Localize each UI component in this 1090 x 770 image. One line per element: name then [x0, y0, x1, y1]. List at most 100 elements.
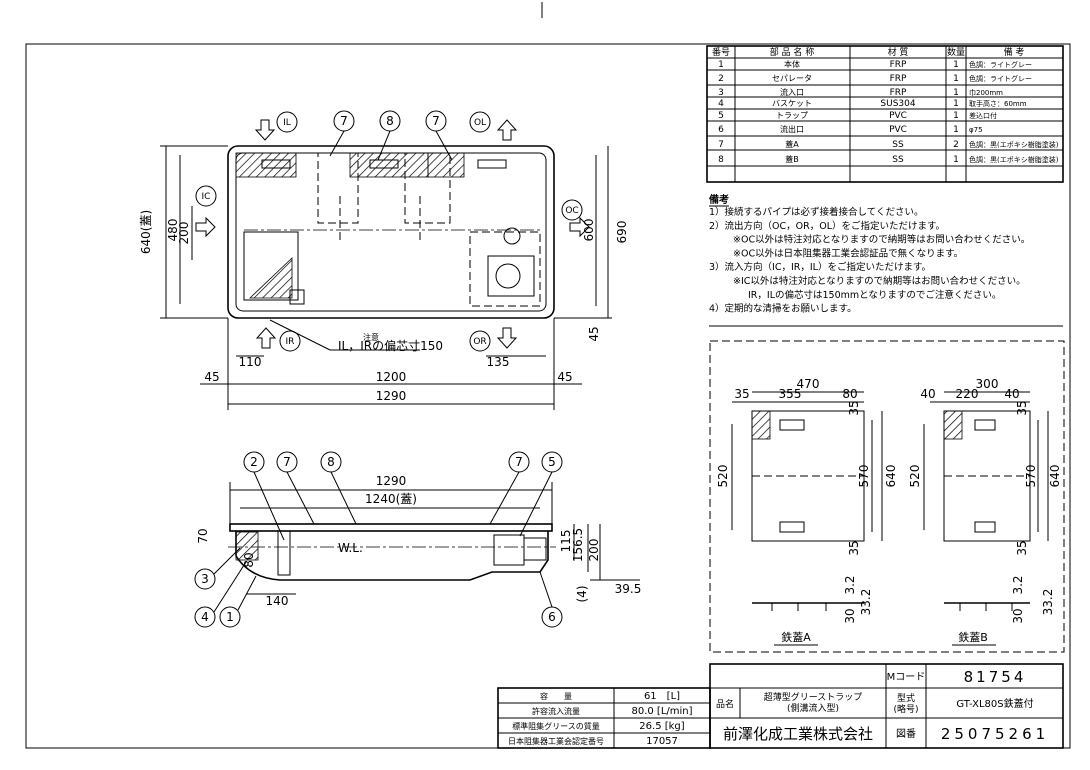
notes-heading: 備考	[709, 193, 729, 206]
part-qty: 2	[953, 140, 959, 150]
lid-b-dim-30: 30	[1011, 608, 1025, 623]
plan-view: IL OL IC OC IR OR 7 8 7 640(蓋) 480 200 6…	[139, 110, 629, 410]
port-il: IL	[283, 118, 291, 128]
lid-b-dim-640: 640	[1048, 465, 1062, 488]
part-qty: 1	[953, 88, 959, 98]
dim-480: 480	[166, 219, 180, 242]
part-name: 流出口	[780, 124, 804, 134]
part-qty: 1	[953, 125, 959, 135]
callout-7: 7	[340, 114, 348, 128]
lid-b-dim-570: 570	[1024, 465, 1038, 488]
part-number: 5	[718, 111, 724, 121]
lid-b-dim-40-right: 40	[1004, 387, 1019, 401]
part-number: 1	[718, 60, 724, 70]
lid-b-dim-3-2: 3.2	[1011, 575, 1025, 594]
part-name: トラップ	[776, 111, 808, 120]
part-qty: 1	[953, 60, 959, 70]
note-caution: 注意	[363, 332, 379, 342]
part-material: FRP	[890, 88, 907, 98]
port-oc: OC	[565, 206, 578, 216]
part-number: 6	[718, 125, 724, 135]
lid-a-dim-35-bottom: 35	[847, 540, 861, 555]
part-material: SS	[892, 140, 904, 150]
part-name: 蓋A	[785, 139, 799, 149]
spec-value: 17057	[646, 736, 678, 747]
dim-45-right: 45	[557, 370, 572, 384]
company-name: 前澤化成工業株式会社	[723, 725, 873, 743]
mcode-label: Mコード	[887, 672, 926, 683]
note-eccentric: IL，IRの偏芯寸150	[338, 338, 443, 353]
side-dim-4: (4)	[575, 586, 589, 603]
side-dim-80: 80	[242, 552, 256, 567]
dim-45-left: 45	[204, 370, 219, 384]
part-material: PVC	[889, 125, 907, 135]
lid-b-dim-520: 520	[908, 465, 922, 488]
lid-a-dim-570: 570	[857, 465, 871, 488]
port-ic: IC	[202, 192, 211, 202]
title-block: Mコード 81754 品名 超薄型グリーストラップ (側溝流入型) 型式 (略号…	[709, 663, 1064, 749]
spec-value: 61 [L]	[644, 691, 680, 702]
part-material: SS	[892, 155, 904, 165]
port-or: OR	[473, 337, 486, 347]
dim-1290: 1290	[376, 389, 407, 403]
part-remarks: 色調：ライトグレー	[969, 60, 1032, 69]
lid-a-dim-35-top: 35	[847, 400, 861, 415]
lid-a-dim-35-left: 35	[734, 387, 749, 401]
dim-110: 110	[239, 355, 262, 369]
note-line: 2）流出方向（OC，OR，OL）をご指定いただけます。	[709, 220, 945, 232]
note-line: IR，ILの偏芯寸は150mmとなりますのでご注意ください。	[748, 289, 1001, 301]
lid-a-dim-80: 80	[842, 387, 857, 401]
spec-label: 容 量	[540, 691, 572, 701]
part-name: 流入口	[780, 87, 804, 97]
part-remarks: 取手高さ：60mm	[969, 99, 1027, 108]
side-dim-156-5: 156.5	[571, 528, 585, 562]
dim-600: 600	[582, 219, 596, 242]
mcode-value: 81754	[964, 668, 1027, 686]
lid-a-dim-470: 470	[797, 377, 820, 391]
part-material: SUS304	[880, 99, 915, 109]
water-level: W.L.	[338, 541, 363, 555]
th-remarks: 備 考	[1004, 46, 1025, 58]
th-qty: 数量	[947, 46, 965, 58]
side-view: 1290 1240(蓋) W.L. 2 7 8 7 5 3 4 1 6 70 8…	[194, 451, 642, 628]
side-callout-8: 8	[327, 455, 335, 469]
note-line: 1）接続するパイプは必ず接着接合してください。	[709, 206, 923, 218]
lid-a-dim-640: 640	[884, 465, 898, 488]
side-callout-1: 1	[226, 610, 234, 624]
side-dim-39-5: 39.5	[615, 582, 642, 596]
dim-135: 135	[487, 355, 510, 369]
model-label-1: 型式	[897, 692, 915, 704]
part-number: 2	[718, 74, 724, 84]
drawing-number-label: 図番	[896, 728, 916, 740]
th-material: 材 質	[888, 46, 909, 58]
lid-a-title: 鉄蓋A	[781, 630, 811, 644]
lid-a-dim-33-2: 33.2	[859, 589, 873, 616]
dim-690: 690	[615, 221, 629, 244]
model-value: GT-XL80S鉄蓋付	[956, 697, 1033, 710]
drawing-number: 25075261	[941, 725, 1049, 743]
side-dim-1290: 1290	[376, 474, 407, 488]
part-qty: 1	[953, 155, 959, 165]
part-remarks: 巾200mm	[969, 88, 1003, 97]
part-name: 本体	[784, 59, 800, 69]
th-part-name: 部 品 名 称	[770, 46, 815, 58]
side-callout-5: 5	[548, 455, 556, 469]
dim-45: 45	[587, 326, 601, 341]
part-material: FRP	[890, 74, 907, 84]
port-ir: IR	[286, 337, 295, 347]
lid-b-title: 鉄蓋B	[958, 630, 988, 644]
side-callout-6: 6	[548, 610, 556, 624]
callout-8: 8	[386, 114, 394, 128]
side-callout-3: 3	[201, 572, 209, 586]
part-name: 蓋B	[785, 154, 799, 164]
note-line: 3）流入方向（IC，IR，IL）をご指定いただけます。	[709, 261, 931, 273]
side-callout-7b: 7	[515, 455, 523, 469]
spec-value: 80.0 [L/min]	[631, 706, 692, 717]
port-ol: OL	[474, 118, 486, 128]
dim-640-lid: 640(蓋)	[139, 210, 153, 254]
part-remarks: 差込口付	[969, 111, 997, 120]
spec-label: 日本阻集器工業会認定番号	[508, 736, 604, 746]
note-line: ※OC以外は特注対応となりますので納期等はお問い合わせください。	[733, 234, 1030, 246]
